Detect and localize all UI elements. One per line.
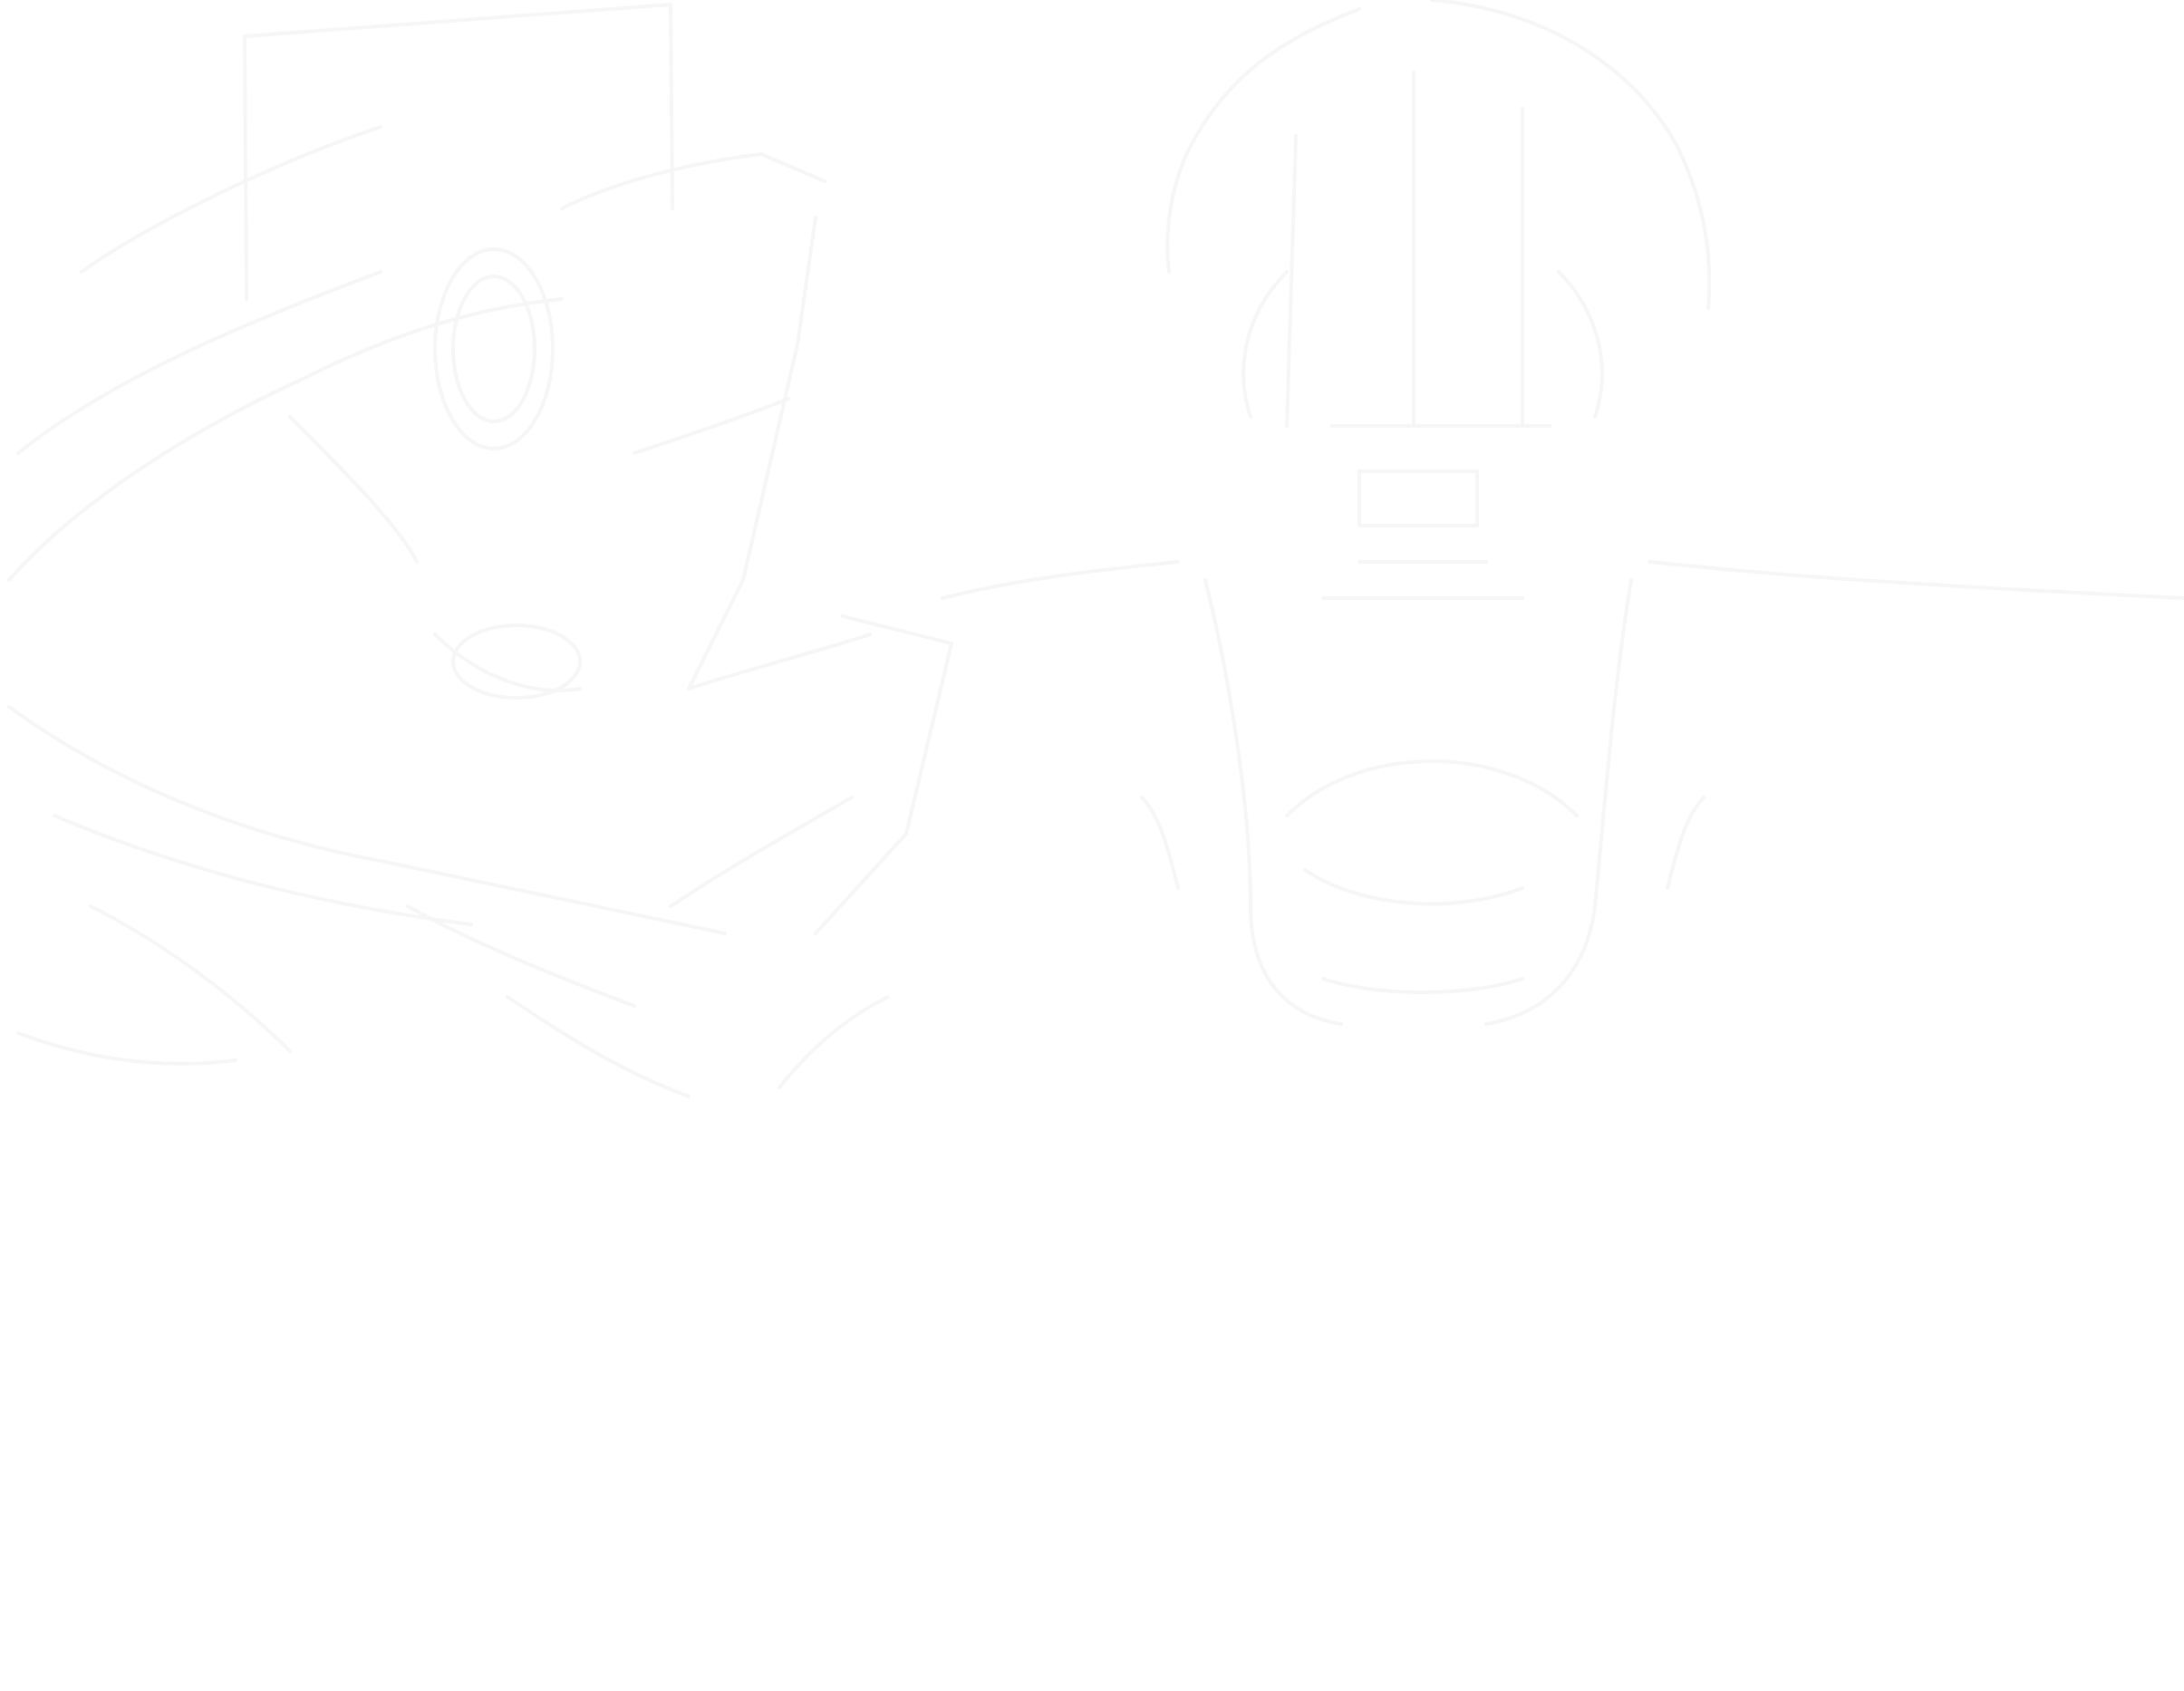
documents-and-paper-line-art-icon bbox=[7, 3, 953, 1098]
lightbulb-line-art-icon bbox=[941, 0, 2184, 1026]
